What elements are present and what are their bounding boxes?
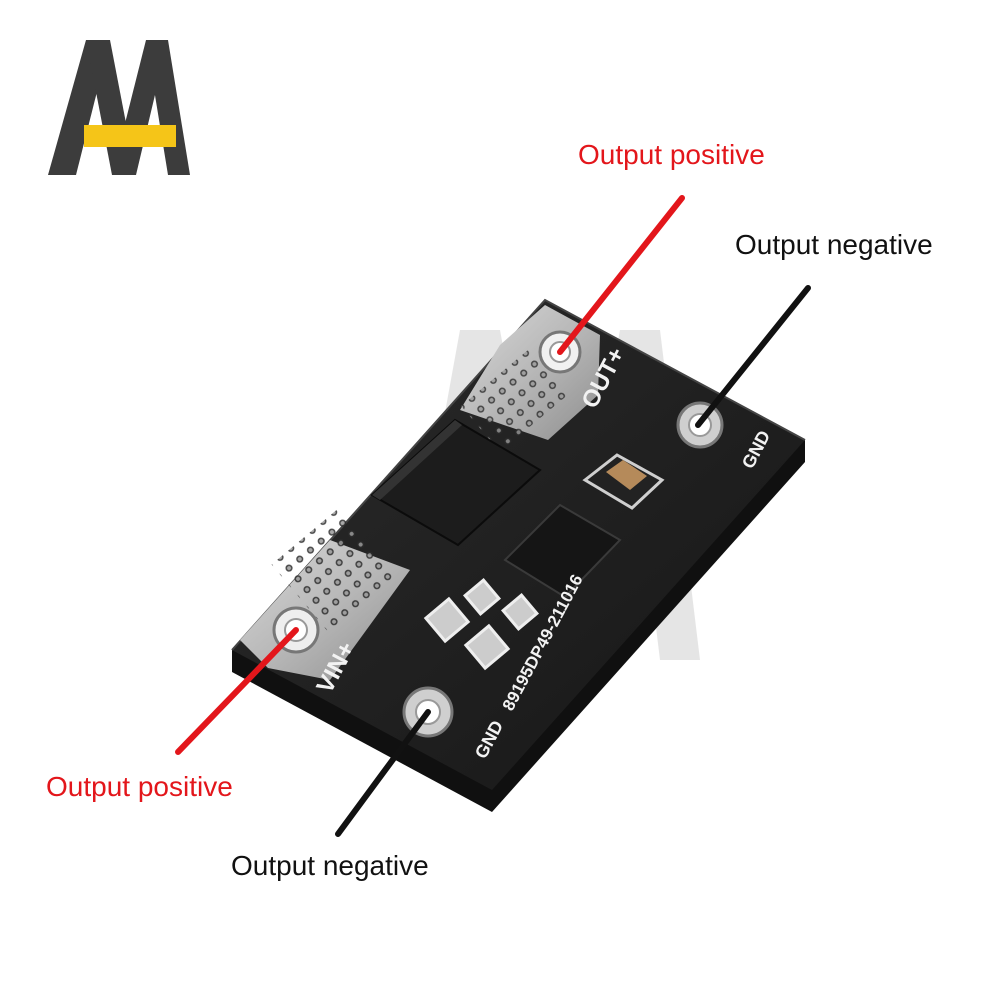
bottom-positive-pointer	[175, 627, 299, 755]
controller-ic	[503, 503, 622, 599]
capacitor	[582, 453, 665, 510]
top-output-negative-label: Output negative	[735, 229, 933, 260]
bottom-output-negative-label: Output negative	[231, 850, 429, 881]
top-negative-pointer	[695, 285, 811, 428]
bottom-output-positive-label: Output positive	[46, 771, 233, 802]
top-positive-pointer	[557, 195, 685, 355]
brand-logo-icon	[48, 40, 190, 175]
bottom-negative-pointer	[335, 709, 431, 837]
mosfet-chip	[370, 418, 542, 547]
pcb-board: OUT+ GND VIN+ GND 89195DP49-211016	[231, 298, 806, 812]
test-pads	[423, 577, 540, 671]
top-output-positive-label: Output positive	[578, 139, 765, 170]
